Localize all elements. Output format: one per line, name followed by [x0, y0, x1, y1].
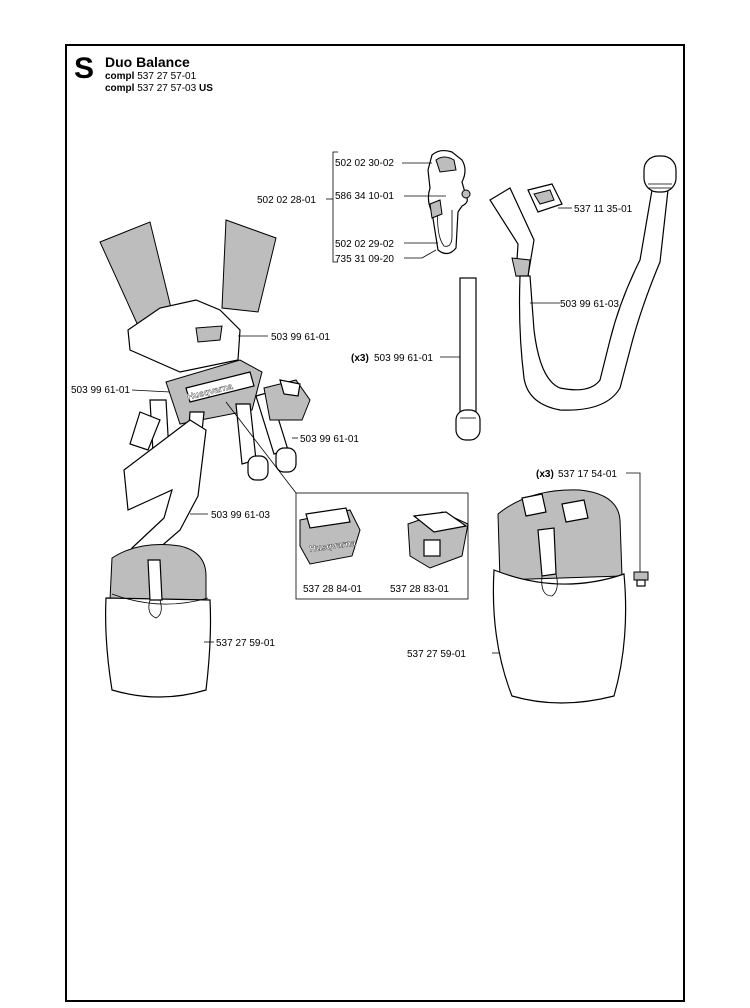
section-title: Duo Balance	[105, 54, 190, 70]
callout-hook-bottom-2: 735 31 09-20	[335, 254, 394, 265]
short-strap-illustration	[455, 277, 481, 441]
callout-harness-right: 503 99 61-01	[300, 434, 359, 445]
callout-hook-pin: 586 34 10-01	[335, 191, 394, 202]
callout-hook-top: 502 02 30-02	[335, 158, 394, 169]
callout-pad-right: 537 28 83-01	[390, 584, 449, 595]
compl-number: 537 27 57-03	[137, 83, 197, 94]
callout-screw-qty: (x3)	[536, 469, 554, 480]
callout-harness-center: 503 99 61-03	[211, 510, 270, 521]
callout-harness-shoulder: 503 99 61-01	[271, 332, 330, 343]
callout-strap-x3-qty: (x3)	[351, 353, 369, 364]
screw-illustration	[633, 571, 649, 587]
compl-line-1: compl 537 27 57-01	[105, 71, 196, 83]
long-strap-illustration	[489, 155, 677, 411]
section-letter: S	[74, 52, 95, 85]
left-bag-illustration	[105, 544, 212, 698]
callout-bracket	[332, 151, 338, 263]
callout-hook-group: 502 02 28-01	[257, 195, 316, 206]
callout-screw: 537 17 54-01	[558, 469, 617, 480]
compl-line-2: compl 537 27 57-03 US	[105, 83, 213, 95]
callout-buckle: 537 11 35-01	[574, 204, 633, 215]
callout-bag-left: 537 27 59-01	[216, 638, 275, 649]
callout-hook-bottom-1: 502 02 29-02	[335, 239, 394, 250]
callout-pad-left: 537 28 84-01	[303, 584, 362, 595]
callout-strap-long: 503 99 61-03	[560, 299, 619, 310]
compl-number: 537 27 57-01	[137, 71, 197, 82]
right-bag-illustration	[492, 489, 627, 704]
callout-harness-left: 503 99 61-01	[71, 385, 130, 396]
compl-suffix: US	[198, 83, 213, 94]
pad-inset-box	[295, 492, 469, 600]
page-frame	[65, 44, 685, 1002]
pad-right-illustration	[407, 511, 469, 569]
compl-prefix: compl	[105, 71, 135, 82]
pad-left-illustration	[299, 507, 361, 565]
hook-assembly-illustration	[427, 149, 471, 255]
buckle-illustration	[527, 183, 563, 213]
callout-bag-right: 537 27 59-01	[407, 649, 466, 660]
compl-prefix: compl	[105, 83, 135, 94]
callout-strap-x3: 503 99 61-01	[374, 353, 433, 364]
harness-illustration	[99, 219, 311, 557]
